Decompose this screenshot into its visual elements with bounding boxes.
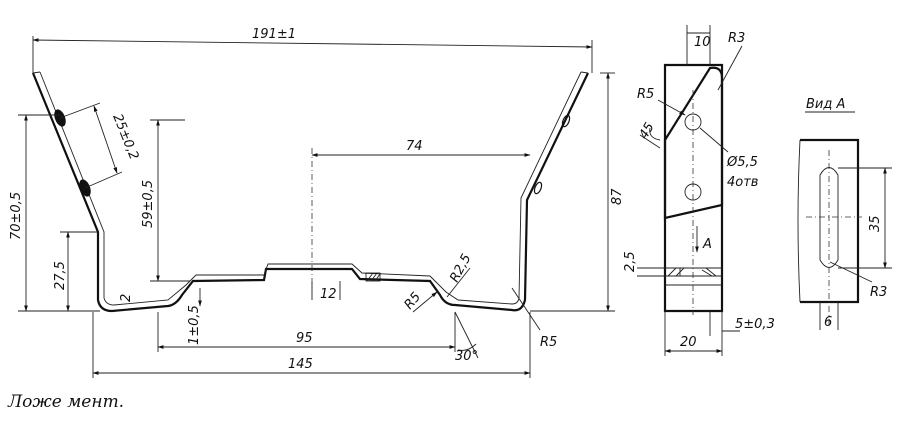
dim-overall-width: 191±1 xyxy=(252,27,296,42)
dim-59: 59±0,5 xyxy=(141,180,156,228)
view-a-title: Вид А xyxy=(806,97,845,112)
side-dim-r5: R5 xyxy=(637,87,654,102)
view-dim-r3: R3 xyxy=(870,285,887,300)
mount-hole-upper xyxy=(684,113,702,131)
dim-2: 2 xyxy=(119,294,134,302)
dim-r2-5: R2,5 xyxy=(447,252,474,285)
mount-hole-lower xyxy=(684,183,702,201)
side-dim-20: 20 xyxy=(680,335,697,350)
dim-1: 1±0,5 xyxy=(187,305,202,345)
side-dim-10: 10 xyxy=(694,35,711,50)
side-dim-5: 5±0,3 xyxy=(735,317,775,332)
figure-caption: Ложе мент. xyxy=(8,392,125,412)
arrow-a-label: A xyxy=(702,237,712,252)
bracket-profile-outer xyxy=(31,72,589,313)
view-dim-35: 35 xyxy=(868,215,883,232)
view-a: Вид А 35 R3 6 xyxy=(797,97,892,330)
side-view: 10 R3 R5 45 Ø5,5 4отв A 2,5 20 5±0,3 xyxy=(623,25,775,356)
main-view: 191±1 74 87 70±0,5 59±0,5 27,5 25±0,2 12 xyxy=(9,27,625,378)
dim-95: 95 xyxy=(296,331,313,346)
side-dim-2-5: 2,5 xyxy=(623,251,638,272)
dim-25: 25±0,2 xyxy=(109,112,141,162)
arm-hole-right-upper xyxy=(561,114,571,128)
dim-27-5: 27,5 xyxy=(53,261,68,290)
dim-r5-bottom: R5 xyxy=(402,290,425,313)
dim-r5-right: R5 xyxy=(540,335,557,350)
dim-30-deg: 30° xyxy=(455,349,478,364)
arm-hole-right-lower xyxy=(533,181,543,195)
bracket-profile-inner xyxy=(39,71,582,306)
side-dim-hole-count: 4отв xyxy=(727,175,758,190)
side-dim-r3: R3 xyxy=(728,31,745,46)
dim-87: 87 xyxy=(610,188,625,205)
dim-70: 70±0,5 xyxy=(9,192,24,240)
side-dim-hole-dia: Ø5,5 xyxy=(726,155,758,170)
dim-74: 74 xyxy=(406,139,423,154)
dim-145: 145 xyxy=(288,357,313,372)
dim-12: 12 xyxy=(320,287,337,302)
side-dim-45: 45 xyxy=(636,120,657,142)
view-dim-6: 6 xyxy=(824,315,832,330)
